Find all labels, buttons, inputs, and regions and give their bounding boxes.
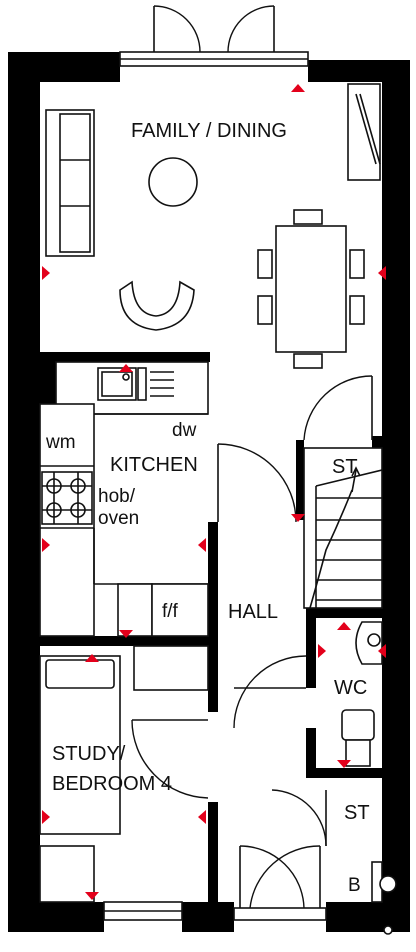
study-wardrobe bbox=[133, 645, 209, 691]
kitchen-door-arc bbox=[217, 443, 297, 523]
lower-store bbox=[271, 789, 397, 935]
marker-kitchen-bottom bbox=[119, 630, 133, 638]
kitchen-fixtures bbox=[39, 361, 297, 637]
front-door-arc bbox=[239, 845, 305, 909]
armchair bbox=[119, 280, 195, 331]
wc-left-wall-upper bbox=[306, 608, 316, 688]
dining-chair-left-2 bbox=[257, 295, 273, 325]
wc-left-wall-lower bbox=[306, 728, 316, 776]
front-door-arc-2 bbox=[249, 845, 321, 909]
stair-left-wall bbox=[296, 440, 304, 520]
study-door-arc bbox=[131, 719, 209, 799]
dining-chair-right-2 bbox=[349, 295, 365, 325]
stair-right-stub bbox=[372, 436, 382, 448]
toilet-bowl bbox=[341, 709, 375, 741]
study-desk bbox=[39, 845, 95, 903]
marker-family-top bbox=[291, 84, 305, 92]
room-label-store-upper: ST bbox=[332, 456, 358, 478]
marker-study-right bbox=[198, 810, 206, 824]
dining-chair-top bbox=[293, 209, 323, 225]
kitchen-base-unit bbox=[117, 583, 153, 637]
wc-door-arc bbox=[233, 655, 307, 729]
french-door-left-arc bbox=[153, 5, 201, 53]
marker-study-top bbox=[85, 654, 99, 662]
dining-chair-left-1 bbox=[257, 249, 273, 279]
family-dining-furniture bbox=[45, 83, 381, 369]
outer-walls bbox=[8, 52, 410, 932]
study-fixtures bbox=[39, 645, 209, 903]
stair-store-door-arc bbox=[303, 375, 373, 441]
marker-wc-bottom bbox=[337, 760, 351, 768]
bottom-wall-right bbox=[326, 902, 410, 932]
front-door-sill bbox=[233, 907, 327, 921]
fixture-label-hob-line1: hob/ bbox=[98, 486, 136, 507]
hall-west-wall bbox=[208, 522, 218, 712]
fixture-label-boiler: B bbox=[348, 875, 361, 896]
marker-study-left bbox=[42, 810, 50, 824]
tv-unit bbox=[347, 83, 381, 181]
marker-study-bottom bbox=[85, 892, 99, 900]
interior-walls bbox=[40, 352, 382, 902]
marker-kitchen-left bbox=[42, 538, 50, 552]
room-label-kitchen: KITCHEN bbox=[110, 454, 198, 476]
measurement-markers bbox=[42, 84, 386, 900]
staircase bbox=[303, 447, 383, 609]
french-door-right-arc bbox=[227, 5, 275, 53]
fixture-label-dishwasher: dw bbox=[172, 420, 197, 441]
marker-family-left bbox=[42, 266, 50, 280]
dining-table bbox=[275, 225, 347, 353]
room-label-study-line2: BEDROOM 4 bbox=[52, 773, 172, 795]
toilet-cistern bbox=[345, 739, 371, 767]
dining-chair-bottom bbox=[293, 353, 323, 369]
marker-wc-right bbox=[378, 644, 386, 658]
labels: FAMILY / DINING KITCHEN HALL STUDY/ BEDR… bbox=[45, 120, 370, 896]
wc-bottom-wall bbox=[306, 768, 382, 778]
marker-wc-left bbox=[318, 644, 326, 658]
marker-wc-top bbox=[337, 622, 351, 630]
hall-west-wall-lower bbox=[208, 802, 218, 902]
marker-kitchen-right bbox=[198, 538, 206, 552]
room-label-store-lower: ST bbox=[344, 802, 370, 824]
marker-stair-bottom bbox=[291, 514, 305, 522]
openings bbox=[103, 5, 327, 921]
marker-family-right bbox=[378, 266, 386, 280]
kitchen-top-wall bbox=[40, 352, 210, 362]
wc-top-wall bbox=[306, 608, 382, 618]
fixture-label-fridge-freezer: f/f bbox=[162, 601, 179, 622]
bottom-wall-mid bbox=[182, 902, 234, 932]
study-top-wall bbox=[40, 636, 210, 646]
room-label-wc: WC bbox=[334, 677, 367, 699]
stair-up-arrow bbox=[351, 466, 361, 477]
bottom-wall-left bbox=[8, 902, 104, 932]
fixture-label-washing-machine: wm bbox=[45, 432, 76, 453]
top-wall-right bbox=[308, 60, 410, 82]
kitchen-left-notch bbox=[40, 362, 56, 404]
room-label-study-line1: STUDY/ bbox=[52, 743, 126, 765]
stair-store bbox=[303, 375, 383, 609]
wc-fixtures bbox=[233, 621, 383, 767]
fixture-label-hob-line2: oven bbox=[98, 508, 139, 529]
top-wall-left bbox=[8, 52, 120, 82]
fridge-freezer bbox=[151, 583, 209, 637]
lower-store-door-arc bbox=[271, 789, 327, 847]
dining-chair-right-1 bbox=[349, 249, 365, 279]
right-wall bbox=[382, 60, 410, 932]
room-label-family-dining: FAMILY / DINING bbox=[131, 120, 287, 142]
room-label-hall: HALL bbox=[228, 601, 278, 623]
coffee-table bbox=[148, 157, 198, 207]
left-wall bbox=[8, 52, 40, 932]
marker-kitchen-top bbox=[119, 364, 133, 372]
